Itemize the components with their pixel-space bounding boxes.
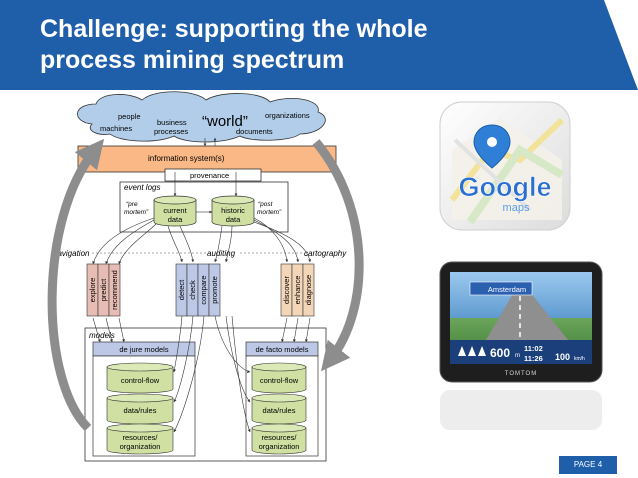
dejure-datarules-label: data/rules	[124, 406, 157, 415]
nav-action-label-1: predict	[99, 278, 108, 301]
gps-time-1: 11:02	[524, 344, 543, 353]
gps-distance: 600	[490, 346, 510, 360]
provenance-label: provenance	[190, 171, 229, 180]
historic-data-2: data	[226, 215, 241, 224]
gps-device	[439, 261, 603, 383]
nav-action-box-2	[108, 263, 121, 317]
world-cloud	[77, 91, 326, 143]
information-systems-box	[77, 145, 337, 173]
post-mortem-2: mortem”	[257, 209, 282, 216]
title-line-1: Challenge: supporting the whole	[40, 15, 428, 43]
historic-data-cylinder	[211, 195, 255, 227]
defacto-resources-cylinder	[251, 423, 307, 455]
post-mortem-1: “post	[258, 201, 274, 208]
audit-action-label-2: compare	[199, 275, 208, 304]
page-number: PAGE 4	[559, 456, 617, 474]
gps-reflection	[440, 390, 602, 430]
world-label: “world”	[202, 113, 248, 130]
auditing-label: auditing	[207, 249, 236, 258]
de-facto-label: de facto models	[256, 345, 309, 354]
cartography-label: cartography	[304, 249, 347, 258]
navigation-label: navigation	[53, 249, 90, 258]
nav-action-label-0: explore	[88, 278, 97, 303]
world-processes: processes	[154, 127, 188, 136]
slide-title: Challenge: supporting the whole process …	[40, 14, 428, 76]
dejure-resources-1: resources/	[122, 433, 158, 442]
pre-mortem-1: “pre	[126, 201, 138, 208]
defacto-datarules-cylinder	[251, 393, 307, 425]
action-arrows	[92, 217, 312, 265]
google-wordmark: Google	[459, 172, 552, 202]
audit-action-label-0: detect	[177, 279, 186, 300]
defacto-resources-1: resources/	[261, 433, 297, 442]
gps-speed-unit: km/h	[574, 356, 585, 362]
current-data-1: current	[163, 206, 187, 215]
header-bar	[0, 0, 638, 90]
world-people: people	[118, 112, 141, 121]
de-jure-label: de jure models	[119, 345, 168, 354]
maps-wordmark: maps	[503, 202, 530, 214]
current-data-2: data	[168, 215, 183, 224]
cycle-arrows	[47, 138, 364, 432]
dejure-controlflow-label: control-flow	[121, 376, 160, 385]
carto-action-box-2	[302, 263, 315, 317]
carto-action-label-1: enhance	[293, 276, 302, 305]
event-logs-label: event logs	[124, 183, 160, 192]
map-pin-icon	[473, 124, 511, 169]
title-line-2: process mining spectrum	[40, 46, 345, 74]
gps-sign: Amsterdam	[488, 285, 526, 294]
defacto-datarules-label: data/rules	[263, 406, 296, 415]
dejure-controlflow-cylinder	[106, 362, 174, 394]
current-data-cylinder	[153, 195, 197, 227]
audit-action-box-3	[208, 263, 221, 317]
pre-mortem-2: mortem”	[124, 209, 149, 216]
gps-distance-unit: m	[515, 353, 520, 359]
models-label: models	[89, 331, 115, 340]
header-corner	[604, 0, 638, 90]
gps-speed: 100	[555, 352, 570, 362]
dejure-resources-2: organization	[120, 442, 161, 451]
gps-brand: TOMTOM	[505, 371, 537, 377]
model-arrows	[92, 315, 311, 433]
world-documents: documents	[236, 127, 273, 136]
carto-action-label-2: diagnose	[304, 275, 313, 305]
gps-time-2: 11:26	[524, 354, 543, 363]
world-machines: machines	[100, 124, 132, 133]
defacto-controlflow-cylinder	[251, 362, 307, 394]
world-business: business	[157, 118, 187, 127]
defacto-resources-2: organization	[259, 442, 300, 451]
defacto-controlflow-label: control-flow	[260, 376, 299, 385]
dejure-datarules-cylinder	[106, 393, 174, 425]
information-systems-label: information system(s)	[148, 154, 225, 163]
nav-action-label-2: recommend	[110, 270, 119, 310]
provenance-box	[164, 168, 262, 182]
world-organizations: organizations	[265, 111, 310, 120]
dejure-resources-cylinder	[106, 423, 174, 455]
top-arrows	[173, 137, 238, 214]
audit-action-label-3: promote	[210, 276, 219, 304]
carto-action-label-0: discover	[282, 276, 291, 304]
gps-turn-arrows-icon	[458, 346, 486, 356]
historic-data-1: historic	[221, 206, 245, 215]
audit-action-label-1: check	[188, 280, 197, 300]
